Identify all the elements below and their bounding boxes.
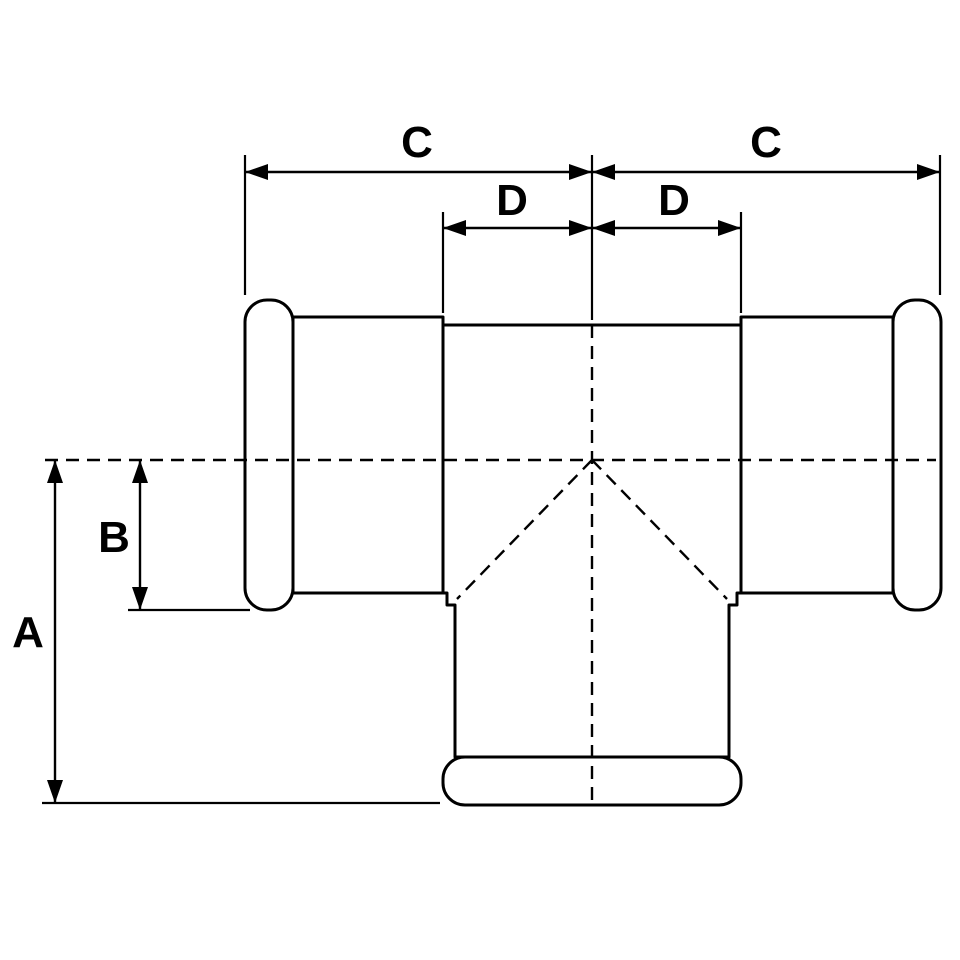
arrowhead-icon bbox=[917, 164, 940, 180]
dimension-d-right: D bbox=[592, 176, 741, 236]
arrowhead-icon bbox=[132, 460, 148, 483]
dim-label-d-left: D bbox=[496, 176, 528, 225]
arrowhead-icon bbox=[569, 164, 592, 180]
extension-lines bbox=[42, 155, 942, 805]
dimension-d-left: D bbox=[443, 176, 592, 236]
dimension-c-right: C bbox=[592, 118, 940, 180]
press-bead-right bbox=[891, 298, 943, 612]
diagonal-centerline-left bbox=[456, 459, 593, 600]
centerlines bbox=[45, 325, 936, 803]
dimension-a: A bbox=[12, 460, 63, 803]
diagonal-centerline-right bbox=[591, 459, 728, 600]
press-bead-left bbox=[243, 298, 295, 612]
arrowhead-icon bbox=[592, 220, 615, 236]
arrowhead-icon bbox=[443, 220, 466, 236]
arrowhead-icon bbox=[718, 220, 741, 236]
dimension-b: B bbox=[98, 460, 148, 610]
dim-label-d-right: D bbox=[658, 176, 690, 225]
dimension-c-left: C bbox=[245, 118, 592, 180]
dim-label-a: A bbox=[12, 608, 44, 657]
arrowhead-icon bbox=[245, 164, 268, 180]
arrowhead-icon bbox=[47, 460, 63, 483]
arrowhead-icon bbox=[47, 780, 63, 803]
arrowhead-icon bbox=[592, 164, 615, 180]
arrowhead-icon bbox=[569, 220, 592, 236]
arrowhead-icon bbox=[132, 587, 148, 610]
dim-label-c-left: C bbox=[401, 118, 433, 167]
dim-label-b: B bbox=[98, 513, 130, 562]
dim-label-c-right: C bbox=[750, 118, 782, 167]
